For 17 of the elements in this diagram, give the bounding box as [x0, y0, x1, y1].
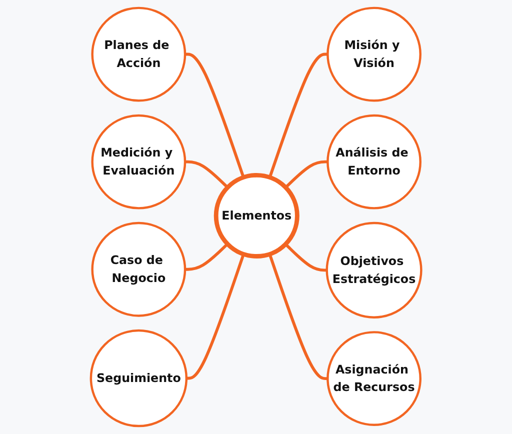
node-circle: Seguimiento	[90, 329, 188, 428]
connector	[184, 160, 229, 189]
node-circle: Elementos	[214, 172, 300, 259]
connector	[186, 254, 245, 380]
connector	[284, 160, 328, 189]
connector	[268, 52, 328, 178]
node-circle: Planes de Acción	[91, 6, 186, 102]
connector	[268, 254, 328, 380]
node-circle: Caso de Negocio	[91, 222, 186, 317]
connector	[284, 243, 327, 272]
connector	[184, 52, 245, 178]
node-circle: Objetivos Estratégicos	[326, 222, 422, 318]
connector	[184, 242, 228, 271]
node-circle: Asignación de Recursos	[326, 331, 422, 426]
node-circle: Análisis de Entorno	[326, 114, 422, 210]
node-circle: Medición y Evaluación	[91, 114, 186, 210]
node-circle: Misión y Visión	[326, 6, 422, 102]
